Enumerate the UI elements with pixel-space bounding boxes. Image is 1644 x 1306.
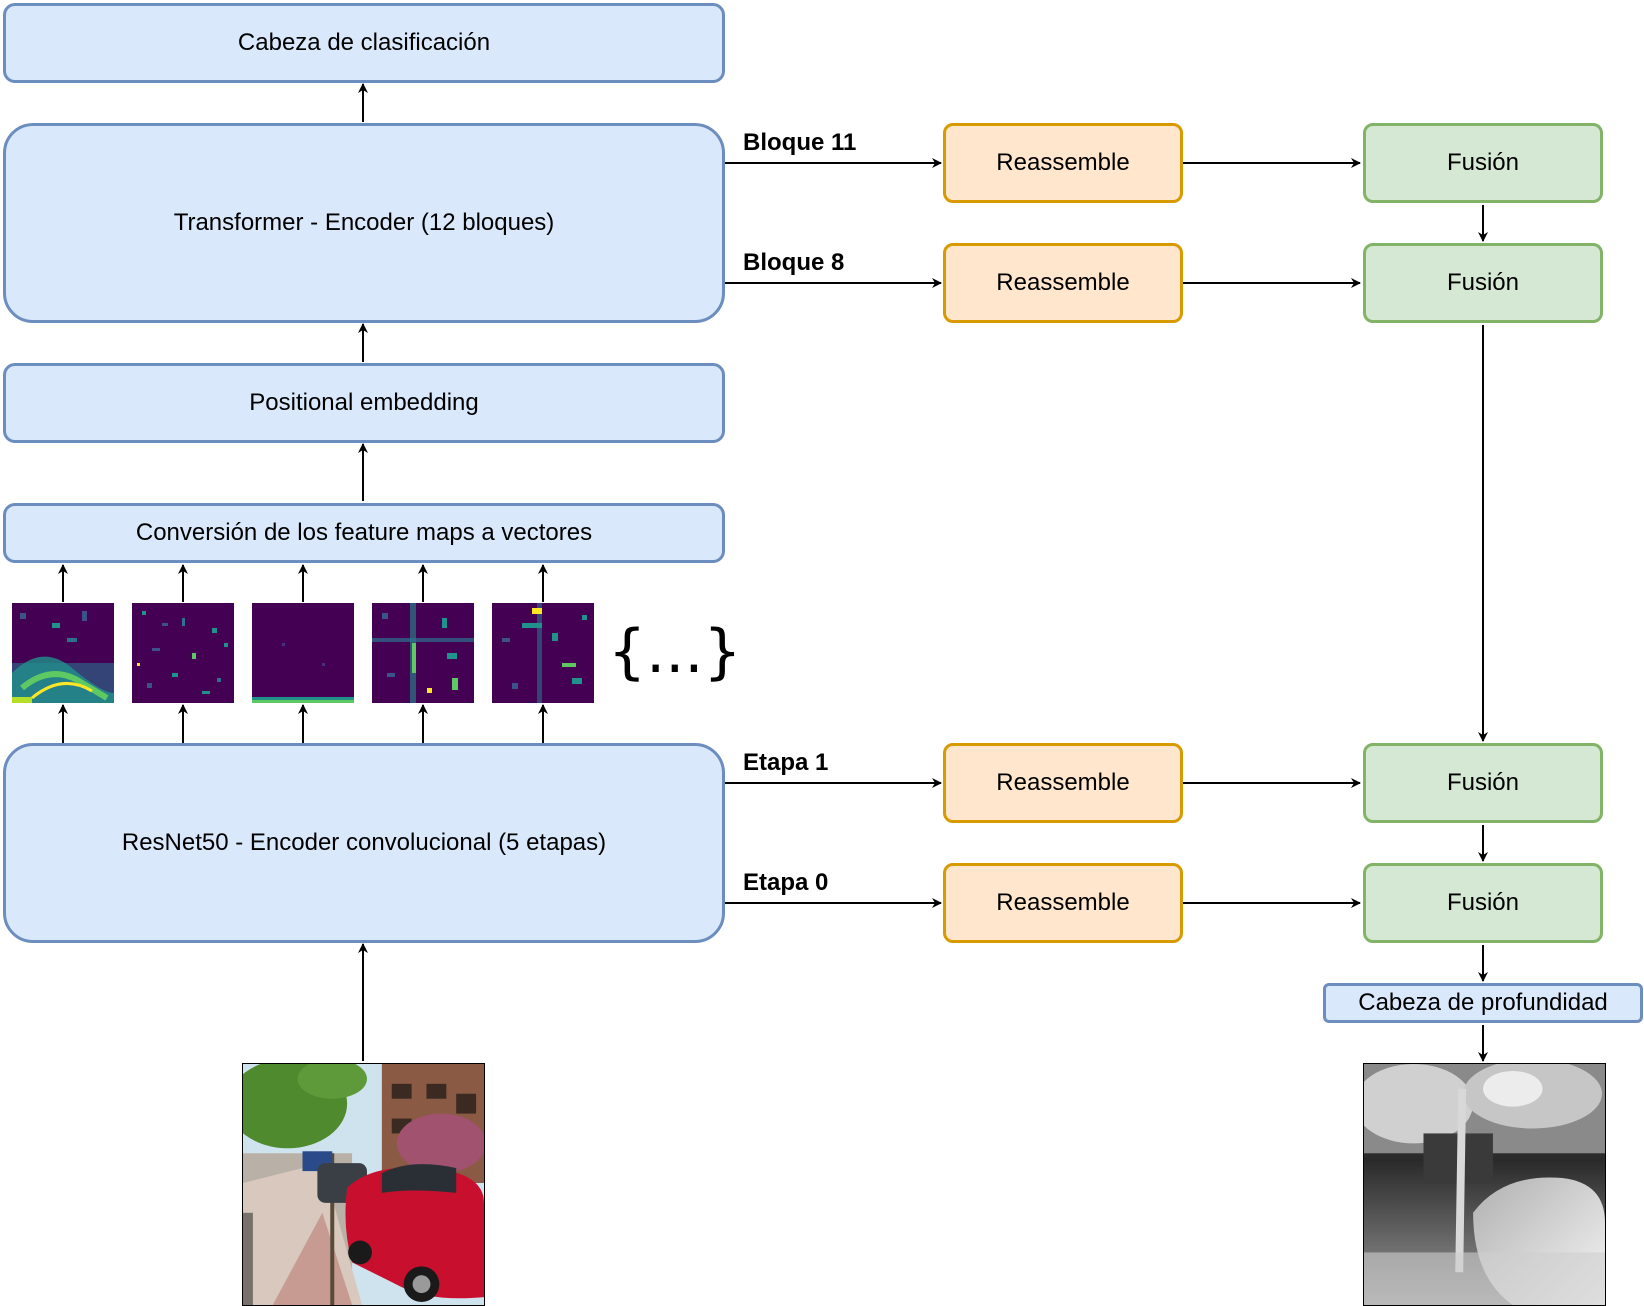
reassemble-box-1: Reassemble: [943, 123, 1183, 203]
reassemble-box-2: Reassemble: [943, 243, 1183, 323]
input-image: [242, 1063, 485, 1306]
fusion-box-3: Fusión: [1363, 743, 1603, 823]
fusion-box-1: Fusión: [1363, 123, 1603, 203]
resnet-encoder-box: ResNet50 - Encoder convolucional (5 etap…: [3, 743, 725, 943]
reassemble-label: Reassemble: [996, 889, 1130, 916]
reassemble-label: Reassemble: [996, 269, 1130, 296]
classification-head-label: Cabeza de clasificación: [237, 29, 491, 56]
fusion-label: Fusión: [1446, 889, 1520, 916]
positional-embedding-label: Positional embedding: [249, 389, 479, 416]
classification-head-box: Cabeza de clasificación: [3, 3, 725, 83]
label-etapa-1: Etapa 1: [743, 749, 829, 776]
fusion-box-2: Fusión: [1363, 243, 1603, 323]
reassemble-box-3: Reassemble: [943, 743, 1183, 823]
reassemble-label: Reassemble: [996, 769, 1130, 796]
reassemble-label: Reassemble: [996, 149, 1130, 176]
feature-map-5: [492, 603, 594, 703]
label-bloque-11: Bloque 11: [743, 129, 857, 156]
feature-map-1: [12, 603, 114, 703]
conversion-label: Conversión de los feature maps a vectore…: [135, 519, 593, 546]
depth-head-label: Cabeza de profundidad: [1358, 989, 1608, 1016]
output-depth-map: [1363, 1063, 1606, 1306]
feature-map-3: [252, 603, 354, 703]
fusion-label: Fusión: [1446, 769, 1520, 796]
feature-map-4: [372, 603, 474, 703]
label-bloque-8: Bloque 8: [743, 249, 845, 276]
fusion-label: Fusión: [1446, 149, 1520, 176]
fusion-box-4: Fusión: [1363, 863, 1603, 943]
reassemble-box-4: Reassemble: [943, 863, 1183, 943]
transformer-encoder-box: Transformer - Encoder (12 bloques): [3, 123, 725, 323]
feature-map-2: [132, 603, 234, 703]
fusion-label: Fusión: [1446, 269, 1520, 296]
ellipsis-braces: {...}: [608, 617, 742, 687]
label-etapa-0: Etapa 0: [743, 869, 829, 896]
resnet-encoder-label: ResNet50 - Encoder convolucional (5 etap…: [121, 829, 607, 856]
depth-head-box: Cabeza de profundidad: [1323, 983, 1643, 1023]
positional-embedding-box: Positional embedding: [3, 363, 725, 443]
conversion-box: Conversión de los feature maps a vectore…: [3, 503, 725, 563]
transformer-encoder-label: Transformer - Encoder (12 bloques): [173, 209, 555, 236]
